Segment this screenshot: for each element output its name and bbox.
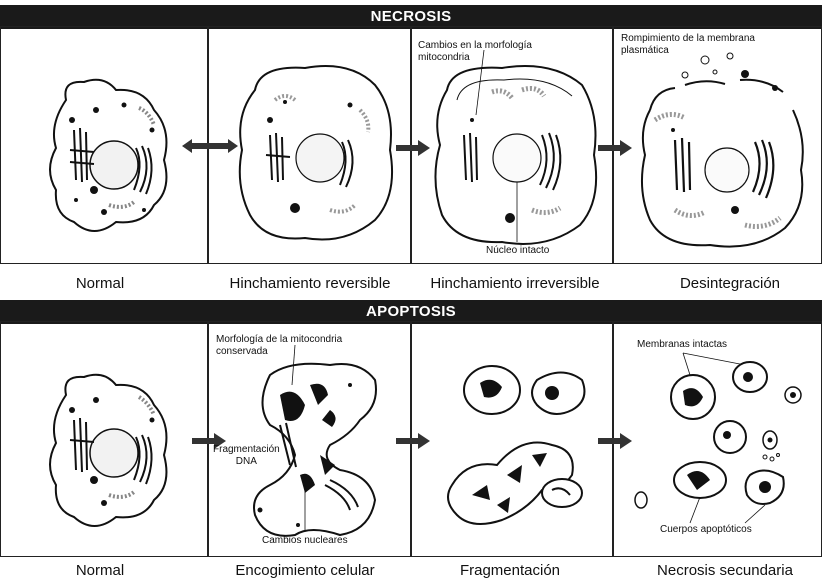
apoptosis-label-shrinkage: Encogimiento celular — [205, 562, 405, 579]
annotation-membrane-rupture: Rompimiento de la membrana plasmática — [621, 33, 755, 57]
necrosis-label-reversible: Hinchamiento reversible — [210, 275, 410, 292]
annotation-intact-membranes: Membranas intactas — [637, 339, 727, 351]
apoptosis-shrinkage-cell — [210, 325, 410, 555]
annotation-intact-nucleus: Núcleo intacto — [486, 245, 549, 257]
annotation-nuclear-changes: Cambios nucleares — [262, 535, 348, 547]
apoptosis-fragmentation-cells — [412, 325, 612, 555]
apoptosis-label-fragmentation: Fragmentación — [420, 562, 600, 579]
necrosis-irreversible-cell — [412, 30, 612, 260]
annotation-apoptotic-bodies: Cuerpos apoptóticos — [660, 524, 752, 536]
necrosis-reversible-cell — [210, 30, 410, 260]
annotation-mito-conserved: Morfología de la mitocondria conservada — [216, 334, 342, 358]
necrosis-label-irreversible: Hinchamiento irreversible — [410, 275, 620, 292]
apoptosis-normal-cell — [4, 325, 204, 555]
annotation-dna-fragmentation: Fragmentación DNA — [213, 444, 280, 468]
necrosis-label-disintegration: Desintegración — [640, 275, 820, 292]
necrosis-normal-cell — [4, 30, 204, 260]
necrosis-disintegration-cell — [615, 30, 820, 260]
apoptosis-label-secondary-necrosis: Necrosis secundaria — [630, 562, 820, 579]
necrosis-label-normal: Normal — [30, 275, 170, 292]
apoptosis-label-normal: Normal — [30, 562, 170, 579]
apoptosis-secondary-necrosis-cells — [615, 325, 820, 555]
annotation-mito-changes: Cambios en la morfología mitocondria — [418, 40, 532, 64]
